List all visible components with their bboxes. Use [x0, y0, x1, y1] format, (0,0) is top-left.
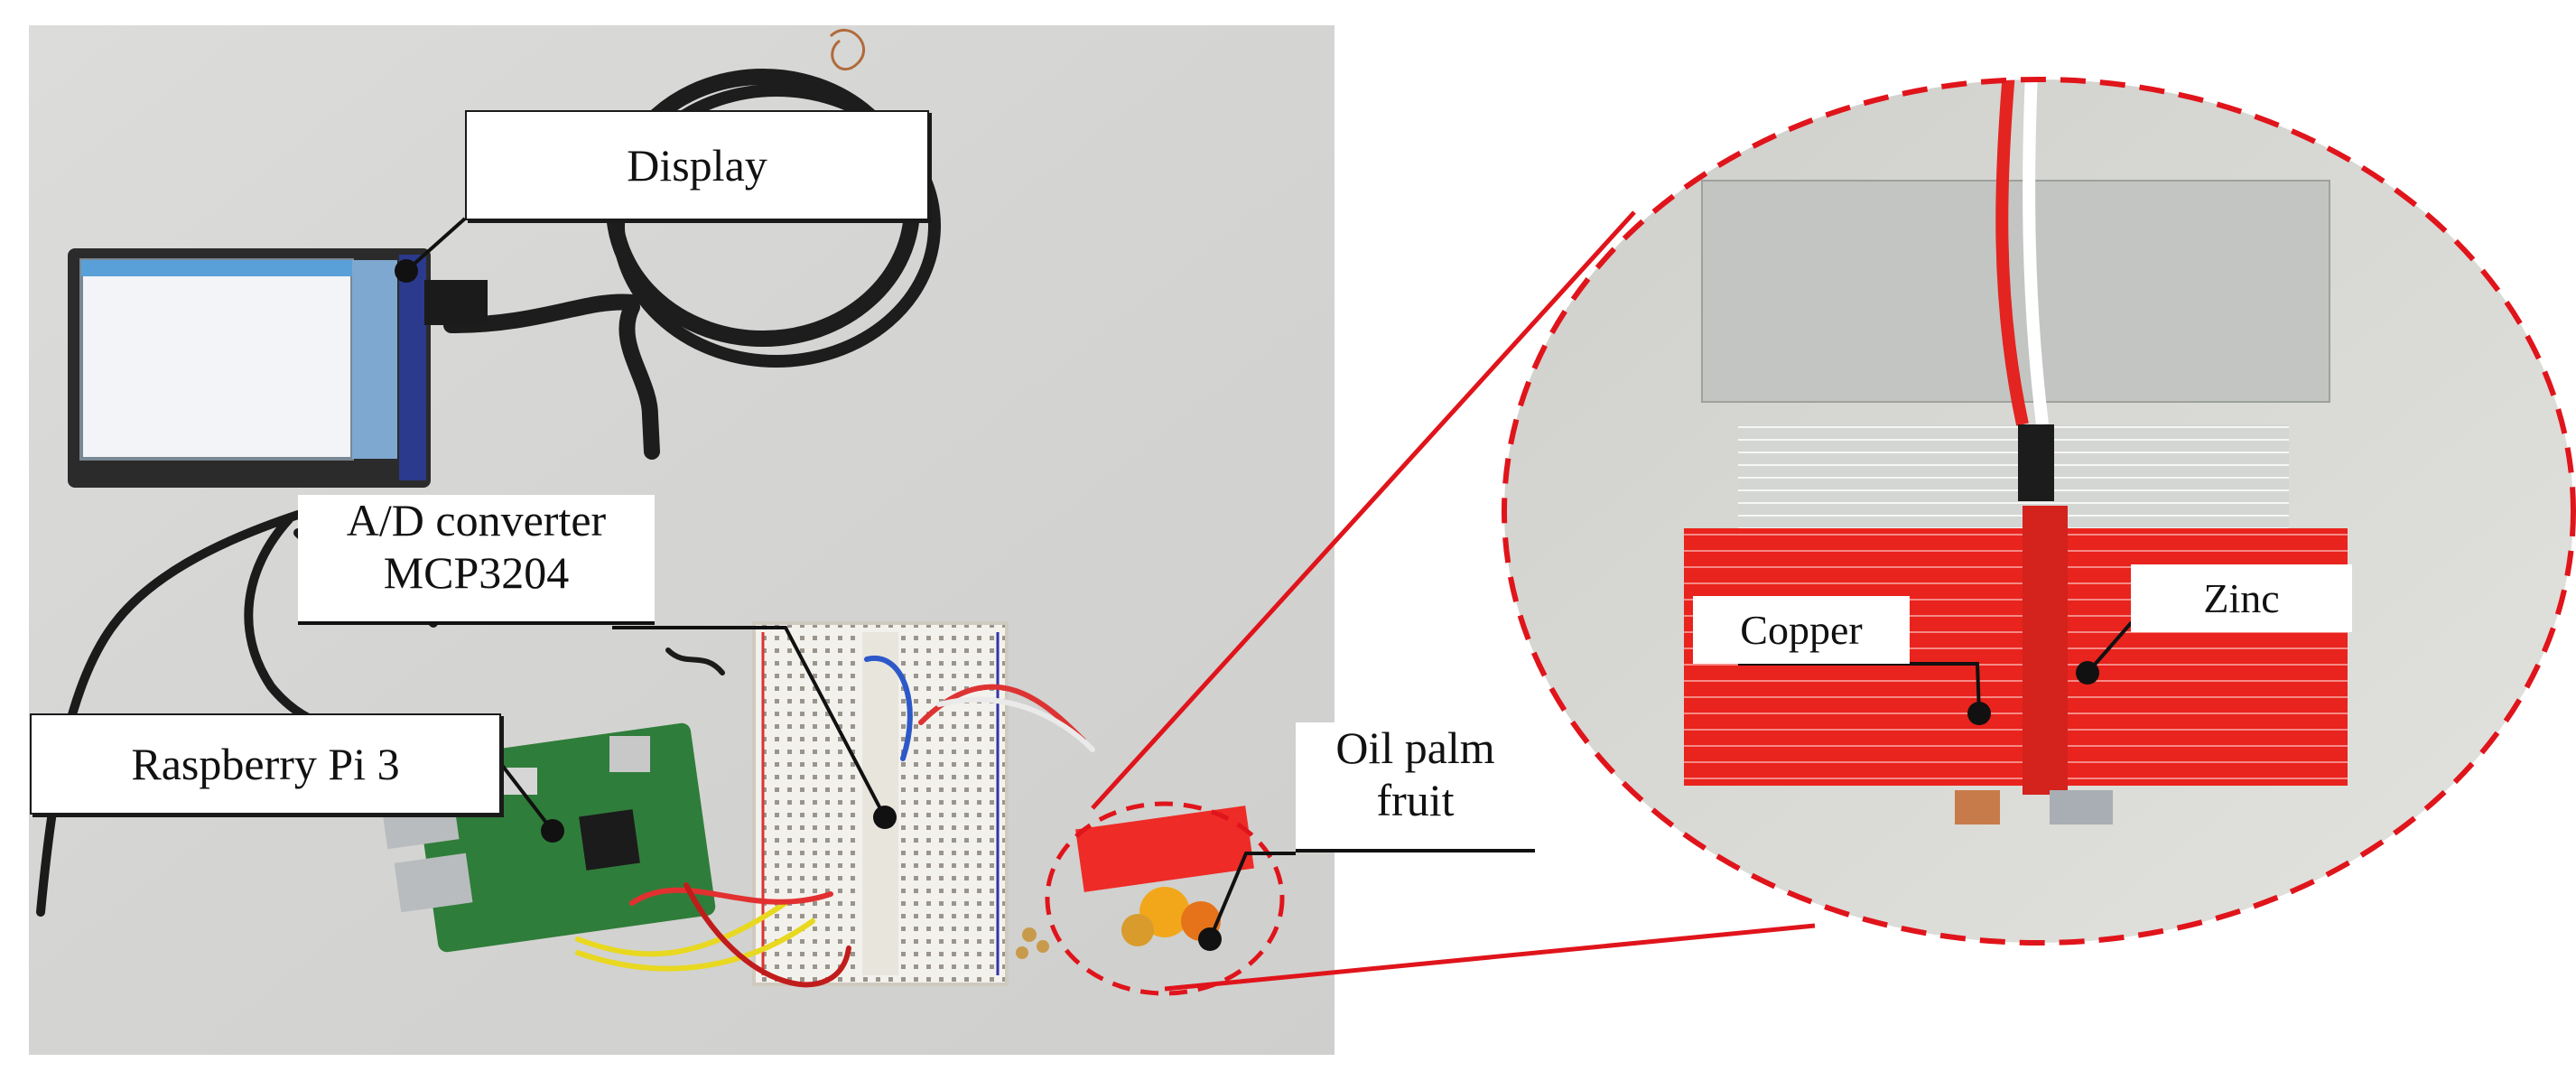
white-lead — [2023, 79, 2049, 425]
label-raspberry-pi-text: Raspberry Pi 3 — [131, 739, 400, 789]
zoom-photo — [1504, 79, 2573, 943]
label-adc-line1: A/D converter — [346, 495, 607, 545]
display-device — [68, 248, 488, 488]
copper-wire — [829, 29, 865, 71]
label-zinc: Zinc — [2131, 564, 2352, 632]
connector — [2018, 424, 2054, 501]
label-copper: Copper — [1693, 596, 1910, 664]
copper-electrode — [1955, 790, 2000, 824]
label-copper-text: Copper — [1740, 607, 1863, 653]
label-display-text: Display — [627, 140, 767, 191]
label-oil-palm: Oil palm fruit — [1296, 722, 1535, 852]
leader-dots — [395, 259, 2099, 951]
label-display: Display — [465, 110, 929, 220]
zinc-electrode — [2050, 790, 2113, 824]
zoom-outline — [1045, 77, 2576, 996]
red-lead — [1995, 79, 2029, 426]
breadboard — [752, 621, 1009, 986]
label-oil-palm-line1: Oil palm — [1335, 722, 1495, 773]
oil-palm-sensor — [1075, 806, 1254, 946]
label-raspberry-pi: Raspberry Pi 3 — [30, 713, 501, 815]
jumper-wires — [575, 647, 1095, 988]
label-oil-palm-line2: fruit — [1376, 774, 1455, 825]
label-adc-line2: MCP3204 — [383, 546, 570, 598]
oil-palm-zoom-marker — [1045, 801, 1285, 996]
label-adc: A/D converter MCP3204 — [298, 495, 655, 625]
label-zinc-text: Zinc — [2203, 575, 2280, 621]
leader-lines — [405, 217, 2352, 940]
loose-seeds — [1016, 927, 1049, 959]
